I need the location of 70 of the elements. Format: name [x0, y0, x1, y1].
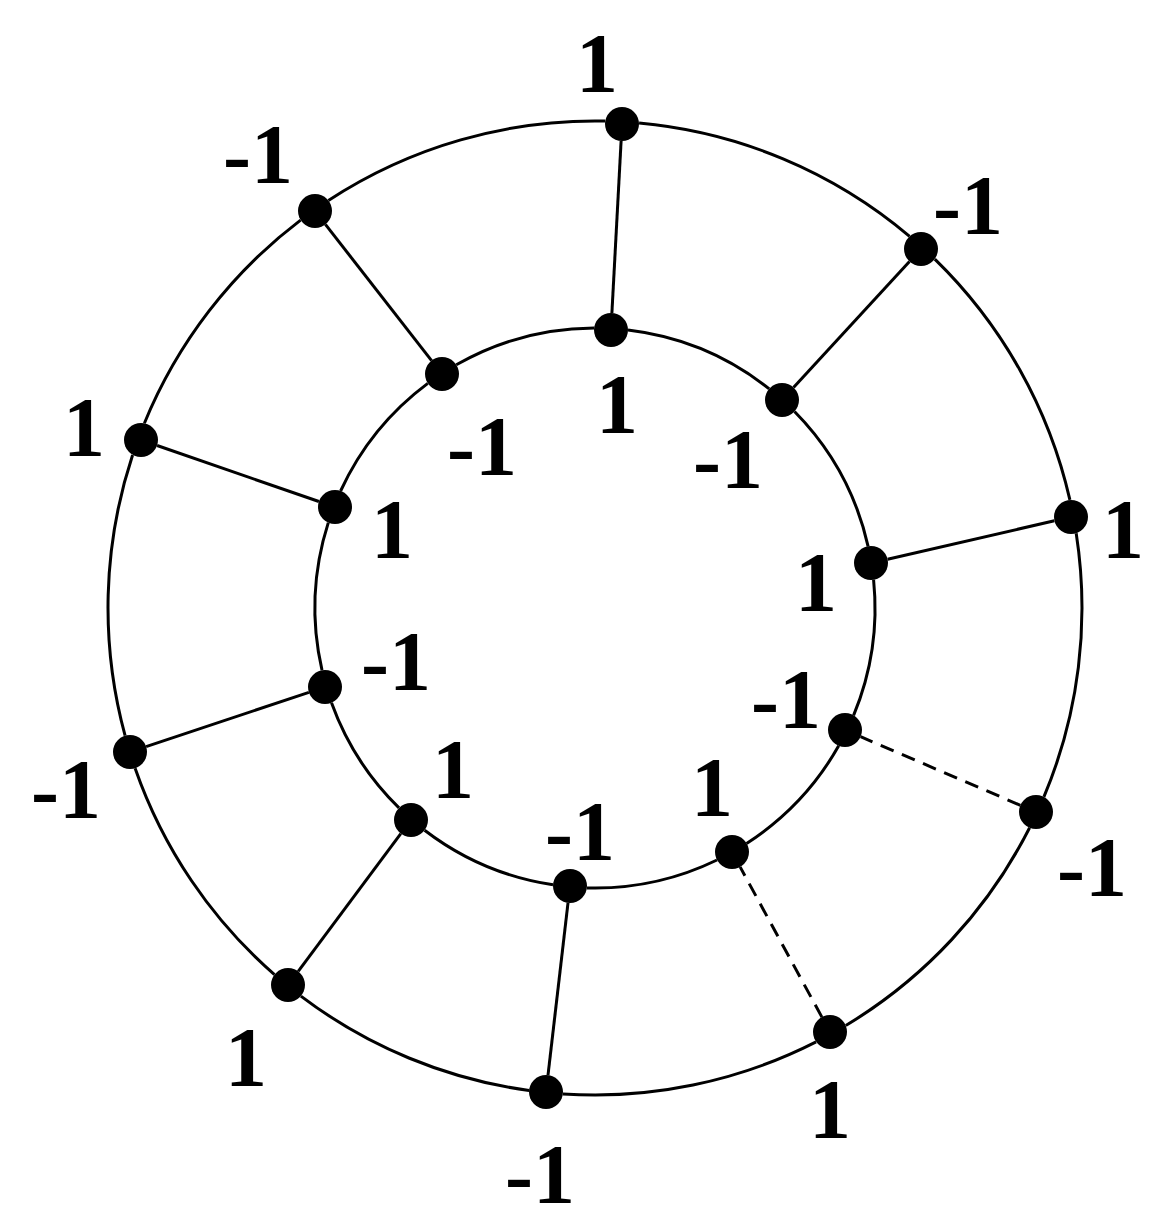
vertex-dot: [394, 803, 428, 837]
circle-arc: [745, 745, 840, 845]
circle-arc: [638, 121, 911, 238]
vertex-dot: [529, 1075, 563, 1109]
vertex-dot: [828, 713, 862, 747]
vertex-value: -1: [545, 790, 615, 874]
dashed-line: [860, 735, 1021, 807]
circle-arc: [423, 828, 554, 887]
circle-arc: [300, 994, 530, 1092]
vertex-value: 1: [225, 1016, 267, 1100]
vertex-dot: [425, 357, 459, 391]
circle-arc: [313, 522, 330, 671]
dashed-line: [738, 866, 824, 1018]
vertex-dot: [765, 383, 799, 417]
vertex-dot: [594, 313, 628, 347]
vertex-value: -1: [447, 405, 517, 489]
vertex-dot: [308, 670, 342, 704]
vertex-value: -1: [751, 658, 821, 742]
circle-arc: [844, 827, 1031, 1027]
vertex-value: 1: [576, 22, 618, 106]
circle-arc: [586, 858, 718, 890]
vertex-dot: [904, 232, 938, 266]
vertex-value: 1: [809, 1068, 851, 1152]
vertex-dot: [605, 107, 639, 141]
vertex-dot: [1019, 795, 1053, 829]
circle-arc: [455, 326, 595, 367]
vertex-dot: [298, 194, 332, 228]
line: [610, 140, 623, 314]
vertex-dot: [318, 490, 352, 524]
vertex-dot: [715, 835, 749, 869]
line: [156, 444, 320, 503]
circle-arc: [562, 1040, 817, 1096]
circle-arc: [793, 410, 870, 547]
vertex-value: 1: [795, 541, 837, 625]
vertex-value: 1: [1102, 488, 1144, 572]
vertex-dot: [553, 869, 587, 903]
line: [297, 832, 402, 973]
circle-arc: [339, 382, 429, 492]
vertex-value: 1: [432, 728, 474, 812]
circle-arc: [143, 218, 302, 424]
vertex-value: 1: [63, 386, 105, 470]
vertex-dot: [813, 1015, 847, 1049]
circle-arc: [106, 454, 135, 736]
circle-arc: [852, 579, 877, 716]
circle-arc: [133, 767, 276, 976]
line: [887, 519, 1055, 561]
line: [145, 690, 310, 749]
vertex-value: -1: [223, 113, 293, 197]
line: [792, 260, 911, 389]
vertex-dot: [271, 968, 305, 1002]
vertex-dot: [113, 735, 147, 769]
line: [324, 223, 433, 362]
vertex-value: -1: [1057, 826, 1127, 910]
circle-arc: [327, 119, 606, 202]
vertex-dot: [124, 423, 158, 457]
circle-arc: [1042, 533, 1083, 798]
circle-arc: [330, 702, 401, 809]
vertex-value: 1: [371, 488, 413, 572]
vertex-value: -1: [505, 1133, 575, 1217]
vertex-value: -1: [31, 748, 101, 832]
vertex-dot: [854, 546, 888, 580]
vertex-value: -1: [933, 164, 1003, 248]
vertex-dot: [1054, 500, 1088, 534]
line: [546, 902, 570, 1076]
vertex-value: -1: [361, 620, 431, 704]
vertex-value: 1: [691, 746, 733, 830]
vertex-value: 1: [596, 363, 638, 447]
vertex-value: -1: [693, 418, 763, 502]
circle-arc: [627, 328, 771, 391]
circle-arc: [933, 258, 1072, 501]
